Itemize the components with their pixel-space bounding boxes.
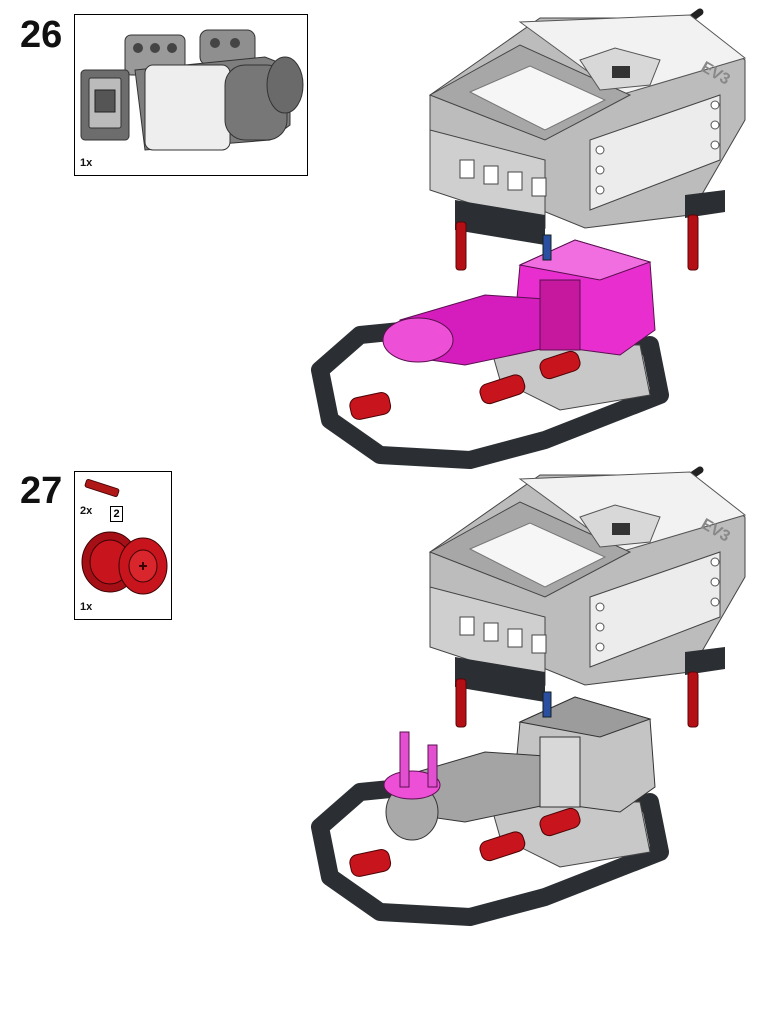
step-number: 27: [20, 470, 63, 512]
brick-buttons: [579, 504, 661, 548]
medium-motor-part-image: [80, 29, 304, 151]
double-bevel-gear-part-image: [81, 531, 168, 595]
part-quantity: 2x: [80, 505, 93, 517]
new-part-highlight: [383, 731, 441, 841]
part-quantity: 1x: [80, 601, 93, 613]
parts-callout: 2x 2 1x: [74, 471, 172, 620]
axle-length-indicator: 2: [110, 506, 123, 522]
step-number: 26: [20, 14, 63, 56]
parts-callout: 1x: [74, 14, 308, 176]
axle-part-image: [84, 478, 120, 498]
brick-buttons: [579, 47, 661, 91]
part-quantity: 1x: [80, 157, 93, 169]
step-26-assembly-image: EV3: [311, 8, 747, 469]
new-part-highlight: [382, 239, 656, 366]
